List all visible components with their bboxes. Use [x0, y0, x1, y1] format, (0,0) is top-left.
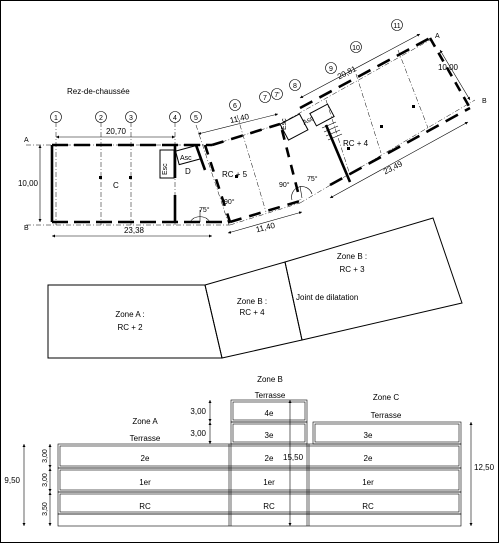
- axis-letter-a-right: A: [435, 33, 440, 40]
- dim-300-floor1: 3,00: [42, 473, 49, 487]
- dim-block-b-bottom: 11,40: [255, 221, 277, 235]
- dim-block-a-width: 10,00: [18, 179, 39, 188]
- zone-c-3rd-floor: 3e: [312, 421, 462, 445]
- block-b-walls: [174, 113, 309, 224]
- door-swings: [189, 185, 313, 223]
- floor-3-label-b: 3e: [265, 431, 274, 440]
- floor-4-label: 4e: [265, 409, 274, 418]
- axis-label-8: 8: [293, 83, 297, 90]
- dim-350-rc: 3,50: [42, 502, 49, 516]
- axis-letter-b-left: B: [24, 225, 29, 232]
- room-labels: C D Esc Asc Esc Asc RC + 5 RC + 4: [113, 115, 369, 190]
- dim-block-a-bottom: 23,38: [124, 226, 145, 235]
- elevation-zone-c-terrasse: Terrasse: [371, 411, 402, 420]
- common-floors: 2e 2e 2e 1er 1er 1er RC RC RC: [57, 443, 462, 527]
- angle-labels: 75° 90° 90° 75°: [199, 175, 318, 214]
- zone-b2-shape: [284, 217, 463, 341]
- dim-block-c-width: 10,00: [438, 63, 459, 72]
- axis-label-10: 10: [352, 45, 360, 52]
- room-c: C: [113, 181, 119, 190]
- dim-block-b-top: 11,40: [229, 112, 250, 125]
- dim-1550: 15,50: [283, 453, 304, 462]
- axis-label-5: 5: [194, 115, 198, 122]
- axis-letter-a-left: A: [24, 137, 29, 144]
- axis-label-7: 7: [263, 95, 267, 102]
- block-a-walls: [50, 143, 230, 224]
- zone-b-upper-floors: 4e 3e: [230, 399, 308, 445]
- zone-a-shape: [47, 284, 223, 359]
- floor-1-label-c: 1er: [362, 478, 374, 487]
- rc-label-a: RC: [139, 502, 151, 511]
- floor-1-label-b: 1er: [263, 478, 275, 487]
- dim-1250: 12,50: [474, 463, 495, 472]
- stair-core-2: [279, 113, 309, 141]
- axis-label-9: 9: [329, 66, 333, 73]
- elevation-zone-b-terrasse: Terrasse: [255, 391, 286, 400]
- zone-b2-levels: RC + 3: [339, 265, 365, 274]
- zone-a-name: Zone A :: [115, 310, 144, 319]
- stair-core-1: [159, 149, 175, 179]
- floor-2-label-b: 2e: [265, 454, 274, 463]
- axis-label-2: 2: [99, 115, 103, 122]
- elevation-zone-b-label: Zone B: [257, 375, 283, 384]
- axis-label-11: 11: [393, 23, 400, 30]
- dim-300-top: 3,00: [190, 407, 206, 416]
- floor-1-label-a: 1er: [139, 478, 151, 487]
- zone-a-levels: RC + 2: [117, 323, 143, 332]
- axis-label-3: 3: [129, 115, 133, 122]
- angle-a2: 90°: [224, 198, 235, 206]
- zone-b-levels: RC + 4: [239, 308, 265, 317]
- stair-label-2: Esc: [281, 118, 288, 130]
- elevator-label-1: Asc: [180, 155, 192, 162]
- stair-label-1: Esc: [162, 163, 169, 175]
- dim-950: 9,50: [4, 476, 20, 485]
- room-block-c: RC + 4: [343, 139, 369, 148]
- floor-2-label-a: 2e: [141, 454, 150, 463]
- elevation-zone-a-terrasse: Terrasse: [130, 434, 161, 443]
- elevator-2: [309, 103, 335, 127]
- rc-label-c: RC: [362, 502, 374, 511]
- zone-b-name: Zone B :: [237, 297, 267, 306]
- zones-plan: Zone A : RC + 2 Zone B : RC + 4 Zone B :…: [47, 217, 463, 359]
- axis-letter-b-right: B: [482, 98, 487, 105]
- elevation: Zone B Terrasse Zone A Terrasse Zone C T…: [4, 375, 495, 527]
- angle-a1: 75°: [199, 206, 210, 214]
- axis-label-1: 1: [54, 115, 58, 122]
- elevation-zone-c-label: Zone C: [373, 393, 399, 402]
- dim-300-floor2: 3,00: [42, 449, 49, 463]
- room-d: D: [185, 167, 191, 176]
- dim-300-mid: 3,00: [190, 429, 206, 438]
- dim-block-c-top: 20,81: [336, 64, 358, 81]
- plan-title: Rez-de-chaussée: [67, 87, 130, 96]
- expansion-joint-label: Joint de dilatation: [296, 293, 358, 302]
- axis-label-4: 4: [173, 115, 177, 122]
- ground-floor-plan: Rez-de-chaussée 1 2 3: [18, 19, 487, 238]
- angle-a3: 90°: [279, 181, 290, 189]
- rc-label-b: RC: [263, 502, 275, 511]
- zone-b2-name: Zone B :: [337, 252, 367, 261]
- elevator-1: [174, 144, 202, 166]
- elevator-label-2: Asc: [302, 115, 316, 127]
- room-block-b: RC + 5: [222, 170, 248, 179]
- block-c-walls: [299, 36, 472, 187]
- dim-block-c-bottom: 23,49: [382, 159, 404, 176]
- axis-markers: 1 2 3 4 5 6 7 7' 8 9 10 11 A B A: [24, 19, 487, 232]
- axis-label-6: 6: [233, 103, 237, 110]
- elevation-dimensions: 3,00 3,00 15,50 12,50 9,50 3,00 3,00 3,5…: [4, 400, 495, 526]
- angle-a4: 75°: [307, 175, 318, 183]
- floor-2-label-c: 2e: [364, 454, 373, 463]
- floor-3-label-c: 3e: [364, 431, 373, 440]
- elevation-zone-a-label: Zone A: [132, 417, 158, 426]
- axis-label-7-prime: 7': [274, 92, 279, 99]
- dim-block-a-length: 20,70: [106, 127, 127, 136]
